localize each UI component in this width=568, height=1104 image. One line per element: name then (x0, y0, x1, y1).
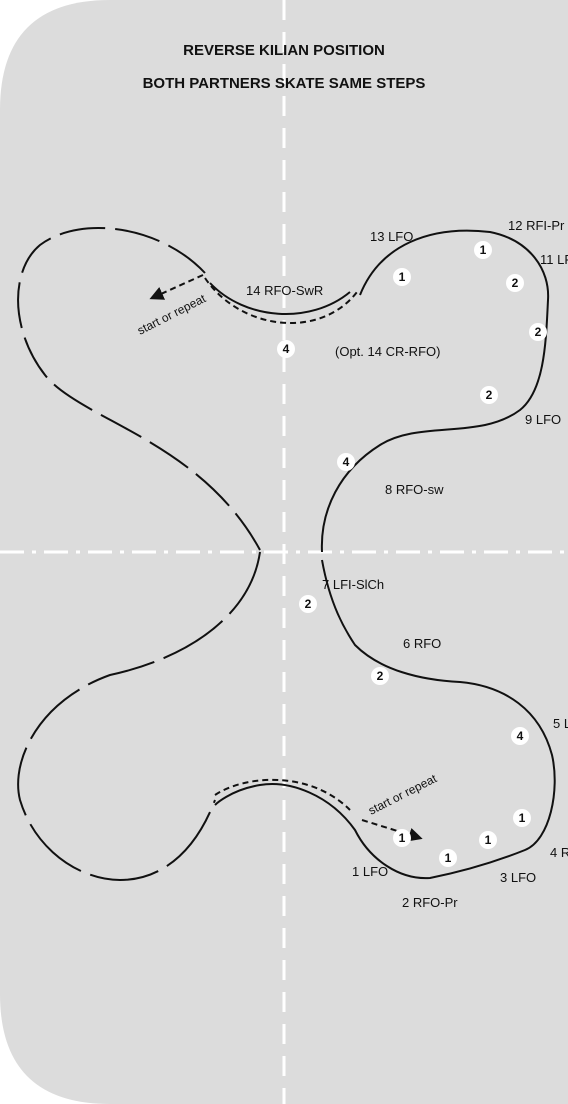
svg-text:4: 4 (517, 729, 524, 743)
svg-text:1: 1 (399, 831, 406, 845)
svg-text:1: 1 (399, 270, 406, 284)
step-label: 1 LFO (352, 864, 388, 879)
beat-count-badge: 1 (513, 809, 531, 827)
beat-count-badge: 1 (393, 268, 411, 286)
svg-text:2: 2 (512, 276, 519, 290)
beat-count-badge: 4 (337, 453, 355, 471)
lobe-bottom-left (17, 551, 261, 882)
step-label: 8 RFO-sw (385, 482, 444, 497)
svg-text:2: 2 (486, 388, 493, 402)
step-label: 5 LFO (553, 716, 568, 731)
step-label: 4 RFI (550, 845, 568, 860)
svg-text:1: 1 (480, 243, 487, 257)
beat-count-badge: 4 (511, 727, 529, 745)
step-label: 2 RFO-Pr (402, 895, 458, 910)
lobe-top-right (320, 229, 550, 553)
beat-count-badge: 2 (371, 667, 389, 685)
svg-text:1: 1 (519, 811, 526, 825)
beat-count-badge: 4 (277, 340, 295, 358)
step-label: 3 LFO (500, 870, 536, 885)
svg-text:2: 2 (535, 325, 542, 339)
step-label: 9 LFO (525, 412, 561, 427)
title-line-2: BOTH PARTNERS SKATE SAME STEPS (142, 75, 426, 92)
step-label: 13 LFO (370, 229, 413, 244)
lobe-bottom-right (214, 559, 556, 880)
beat-count-badge: 2 (480, 386, 498, 404)
beat-count-badge: 1 (474, 241, 492, 259)
optional-step-14-arc (204, 277, 358, 324)
lobe-top-left (17, 227, 261, 551)
svg-text:1: 1 (445, 851, 452, 865)
beat-count-badge: 2 (299, 595, 317, 613)
step-14-edge (209, 282, 351, 315)
step-label: 14 RFO-SwR (246, 283, 323, 298)
svg-text:4: 4 (283, 342, 290, 356)
title-line-1: REVERSE KILIAN POSITION (183, 42, 385, 59)
step-label: 12 RFI-Pr (508, 218, 565, 233)
svg-text:2: 2 (377, 669, 384, 683)
diagram-title: REVERSE KILIAN POSITION BOTH PARTNERS SK… (0, 34, 568, 100)
svg-text:1: 1 (485, 833, 492, 847)
dashed-arc-bottom (214, 778, 351, 811)
step-label: 11 LFO (540, 252, 568, 267)
beat-count-badge: 2 (529, 323, 547, 341)
beat-count-badge: 1 (439, 849, 457, 867)
beat-count-badge: 2 (506, 274, 524, 292)
beat-count-badge: 1 (479, 831, 497, 849)
svg-text:2: 2 (305, 597, 312, 611)
beat-count-badge: 1 (393, 829, 411, 847)
step-label: 6 RFO (403, 636, 441, 651)
step-label: 7 LFI-SlCh (322, 577, 384, 592)
step-label: (Opt. 14 CR-RFO) (335, 344, 440, 359)
svg-text:4: 4 (343, 455, 350, 469)
